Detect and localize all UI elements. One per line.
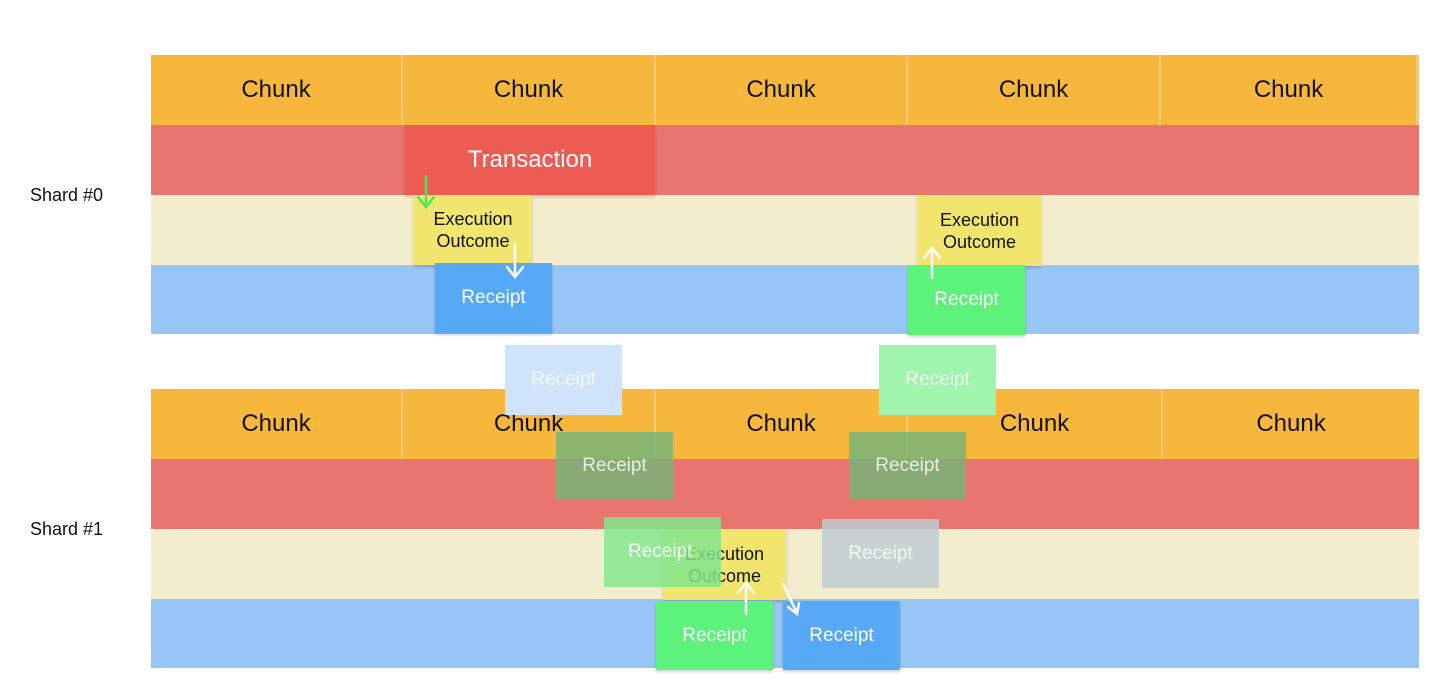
shard-1-chunk-1: Chunk [151,389,403,459]
shard-0-chunk-edge [1416,55,1419,125]
shard-0-chunk-5: Chunk [1161,55,1416,125]
shard-0-chunk-4: Chunk [908,55,1161,125]
receipt-ghost-transit-green: Receipt [879,345,996,415]
execution-outcome-line2: Outcome [942,231,1017,252]
shard-0-chunk-1: Chunk [151,55,403,125]
shard-0-chunk-2: Chunk [403,55,656,125]
shard-0-transaction-band [151,125,1419,195]
receipt-card-shard1-green: Receipt [656,601,773,670]
execution-outcome-line2: Outcome [436,231,510,251]
shard-1-transaction-band [151,459,1419,529]
shard-0-receipt-band [151,265,1419,334]
receipt-ghost-shard1-a: Receipt [556,432,673,500]
receipt-card-shard0-blue: Receipt [435,263,552,333]
transaction-card: Transaction [405,125,655,195]
receipt-ghost-shard1-b: Receipt [849,432,966,500]
shard-0-label: Shard #0 [30,185,104,205]
execution-outcome-card-shard0-a: Execution Outcome [414,195,532,265]
receipt-ghost-shard1-d: Receipt [822,519,939,588]
shard-0-outcome-band [151,195,1419,265]
receipt-card-shard1-blue: Receipt [783,601,900,670]
shard-1-chunk-5: Chunk [1163,389,1419,459]
execution-outcome-line1: Execution [433,209,513,229]
receipt-card-shard0-green: Receipt [908,265,1025,335]
shard-1-label: Shard #1 [30,519,104,539]
shard-0-chunk-3: Chunk [656,55,908,125]
execution-outcome-card-shard0-b: Execution Outcome [918,195,1041,266]
receipt-ghost-transit-blue: Receipt [505,345,622,415]
receipt-ghost-shard1-c: Receipt [604,517,721,587]
execution-outcome-line1: Execution [939,209,1020,230]
